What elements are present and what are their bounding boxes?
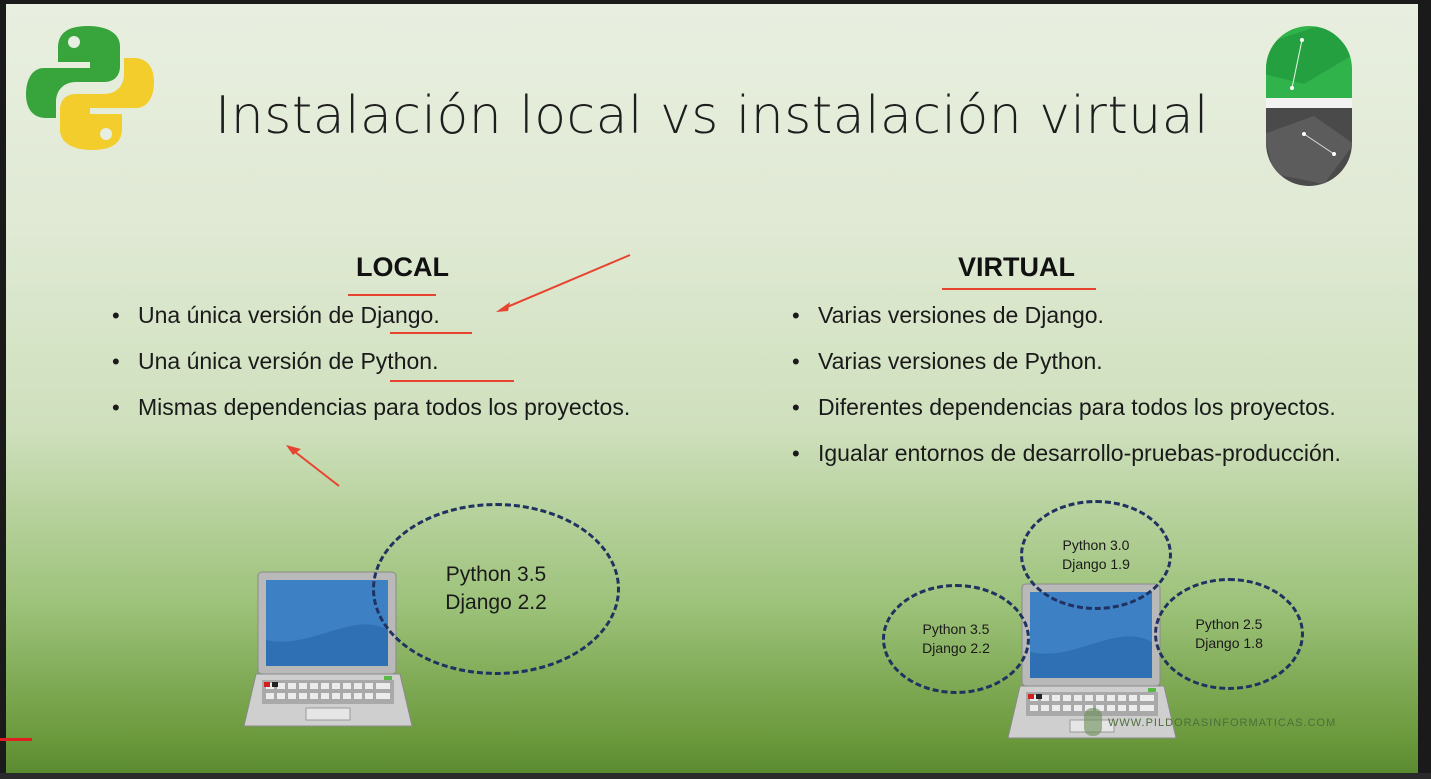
virtual-django-version: Django 1.9 — [1062, 556, 1130, 572]
annotation-underline — [390, 332, 472, 334]
virtual-bullet: Igualar entornos de desarrollo-pruebas-p… — [792, 438, 1370, 469]
slide-title: Instalación local vs instalación virtual — [214, 86, 1210, 146]
virtual-django-version: Django 2.2 — [922, 640, 990, 656]
laptop-icon — [243, 571, 413, 727]
virtual-heading: VIRTUAL — [958, 252, 1075, 282]
python-logo-icon — [26, 26, 154, 150]
virtual-python-version: Python 3.5 — [922, 621, 990, 638]
local-bullet: Mismas dependencias para todos los proye… — [112, 392, 690, 423]
virtual-django-version: Django 1.8 — [1195, 635, 1263, 651]
bottom-bar — [0, 773, 1431, 779]
local-bullet: Una única versión de Django. — [112, 300, 690, 331]
local-bullet-list: Una única versión de Django. Una única v… — [112, 300, 690, 438]
virtual-bullet-list: Varias versiones de Django. Varias versi… — [792, 300, 1370, 484]
annotation-arrows — [286, 254, 1096, 487]
virtual-bullet: Varias versiones de Django. — [792, 300, 1370, 331]
local-django-version: Django 2.2 — [445, 591, 547, 614]
local-python-version: Python 3.5 — [445, 562, 547, 586]
virtual-python-version: Python 3.0 — [1062, 537, 1130, 554]
watermark-logo-icon — [1084, 708, 1102, 736]
slide: Instalación local vs instalación virtual… — [6, 4, 1418, 774]
annotation-underline — [348, 294, 436, 296]
virtual-env-circle-left: Python 3.5 Django 2.2 — [882, 584, 1030, 694]
watermark: WWW.PILDORASINFORMATICAS.COM — [1108, 717, 1337, 729]
virtual-env-circle-top: Python 3.0 Django 1.9 — [1020, 500, 1172, 610]
brand-shield-icon — [1266, 26, 1352, 186]
video-progress-bar[interactable] — [0, 738, 32, 741]
local-heading: LOCAL — [356, 252, 449, 282]
virtual-bullet: Varias versiones de Python. — [792, 346, 1370, 377]
virtual-bullet: Diferentes dependencias para todos los p… — [792, 392, 1370, 423]
local-bullet: Una única versión de Python. — [112, 346, 690, 377]
virtual-python-version: Python 2.5 — [1195, 616, 1263, 633]
local-env-circle: Python 3.5 Django 2.2 — [372, 503, 620, 675]
virtual-env-circle-right: Python 2.5 Django 1.8 — [1154, 578, 1304, 690]
annotation-underline — [390, 380, 514, 382]
